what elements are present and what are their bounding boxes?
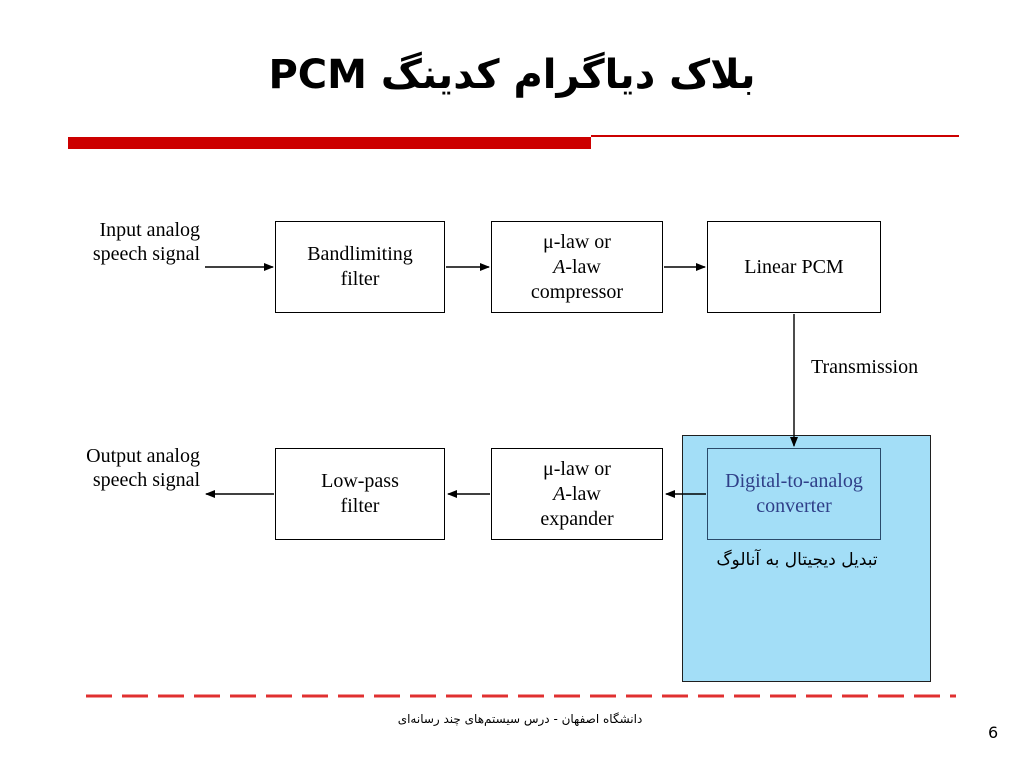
slide-title: بلاک دیاگرام کدینگ PCM <box>268 52 756 98</box>
expander-law-suffix: -law <box>565 482 601 505</box>
dac-highlight-panel <box>682 435 931 682</box>
title-underline-line <box>591 135 959 137</box>
expander-line-2: A-law <box>540 482 613 507</box>
expander-line-1: μ-law or <box>543 457 611 480</box>
slide-footer: دانشگاه اصفهان - درس سیستم‌های چند رسانه… <box>397 712 643 726</box>
dac-label: Digital-to-analog converter <box>725 470 863 517</box>
title-underline-bar <box>68 137 591 149</box>
linear-pcm-box: Linear PCM <box>707 221 881 313</box>
bandlimiting-filter-box: Bandlimiting filter <box>275 221 445 313</box>
compressor-a-letter: A <box>553 255 566 278</box>
compressor-law-suffix: -law <box>565 255 601 278</box>
transmission-label: Transmission <box>811 356 919 378</box>
lowpass-filter-label: Low-pass filter <box>321 470 399 517</box>
compressor-line-3: compressor <box>530 280 624 303</box>
expander-line-3: expander <box>540 507 614 530</box>
bandlimiting-filter-label: Bandlimiting filter <box>307 243 413 290</box>
input-signal-label: Input analog speech signal <box>92 219 200 265</box>
expander-box: μ-law or A-law expander <box>491 448 663 540</box>
lowpass-filter-box: Low-pass filter <box>275 448 445 540</box>
compressor-line-1: μ-law or <box>543 230 611 253</box>
output-signal-label: Output analog speech signal <box>86 445 200 491</box>
dac-persian-note: تبدیل دیجیتال به آنالوگ <box>716 550 878 570</box>
dac-box: Digital-to-analog converter <box>707 448 881 540</box>
footer-dashed-divider <box>86 694 956 698</box>
compressor-line-2: A-law <box>531 255 623 280</box>
page-number: 6 <box>988 723 999 742</box>
compressor-box: μ-law or A-law compressor <box>491 221 663 313</box>
expander-a-letter: A <box>553 482 566 505</box>
linear-pcm-label: Linear PCM <box>744 255 844 278</box>
